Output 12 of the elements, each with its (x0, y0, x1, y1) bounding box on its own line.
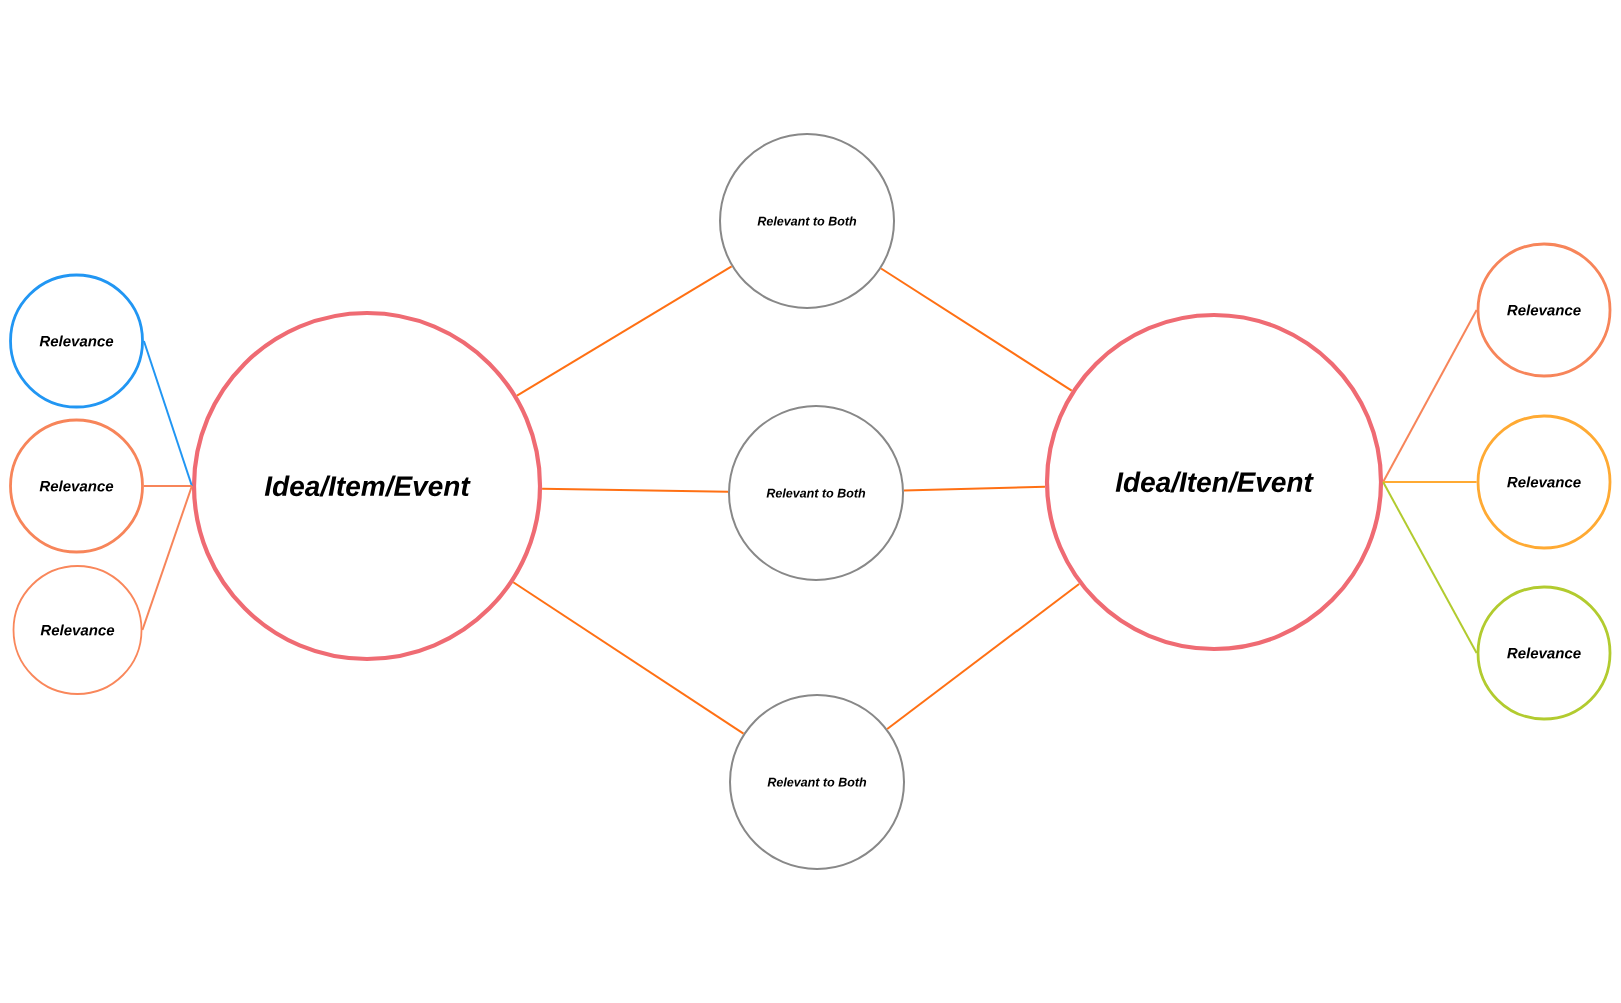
connector-line (142, 340, 193, 487)
connector-line (541, 487, 729, 493)
connector-line (1382, 309, 1478, 483)
connector-line (1382, 481, 1478, 654)
connector-line (902, 485, 1046, 492)
connector-line (516, 265, 733, 397)
connector-line (1382, 481, 1478, 483)
connector-line (880, 267, 1073, 392)
connector-line (142, 485, 193, 487)
connector-line (886, 582, 1081, 730)
connector-line (141, 485, 193, 631)
connector-line (512, 581, 745, 735)
